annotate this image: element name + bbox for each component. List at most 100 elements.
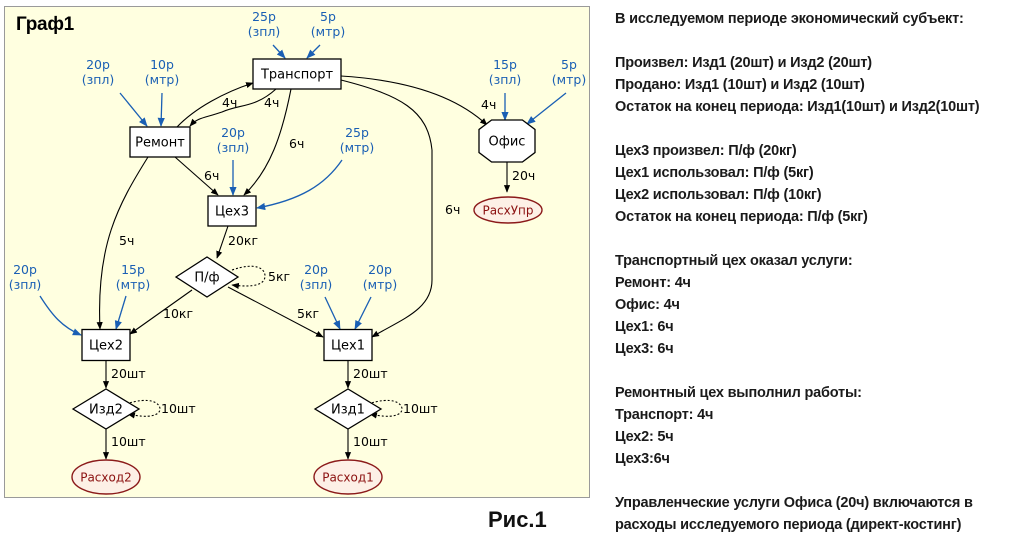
edge-path — [367, 399, 403, 419]
box-shape — [323, 328, 373, 362]
resource-kind: (зпл) — [217, 140, 250, 155]
edge-izd1-to-rashod1: 10шт — [344, 429, 388, 460]
info-paragraph: Транспортный цех оказал услуги:Ремонт: 4… — [615, 250, 1020, 360]
info-line: Цех3: 6ч — [615, 341, 674, 357]
edge-path — [176, 82, 254, 128]
node-label: Цех1 — [331, 339, 365, 354]
resource-amount: 5р — [561, 57, 577, 72]
resource-kind: (мтр) — [552, 72, 586, 87]
info-paragraph: Ремонтный цех выполнил работы: Транспорт:… — [615, 382, 1020, 470]
info-line: Остаток на конец периода: П/ф (5кг) — [615, 209, 868, 225]
resource-amount: 10р — [150, 57, 174, 72]
edge-label: 4ч — [481, 97, 496, 112]
node-label: Цех3 — [215, 205, 249, 220]
node-label: П/ф — [194, 271, 219, 286]
edge-path — [216, 225, 229, 259]
info-line: Транспорт: 4ч — [615, 407, 714, 423]
edge-path — [125, 399, 161, 419]
resource-input-r-cex3-zpl: 20р(зпл) — [217, 125, 250, 196]
resource-input-r-office-zpl: 15р(зпл) — [489, 57, 521, 121]
edge-path — [189, 88, 277, 127]
info-line: Произвел: Изд1 (20шт) и Изд2 (20шт) — [615, 55, 872, 71]
node-office: Офис — [478, 119, 536, 163]
resource-input-r-cex2-zpl: 20р(зпл) — [9, 262, 82, 336]
resource-amount: 20р — [304, 262, 328, 277]
resource-amount: 15р — [121, 262, 145, 277]
edge-label: 5кг — [297, 306, 319, 321]
info-line: Цех3:6ч — [615, 451, 670, 467]
edge-transport-to-office: 4ч — [340, 75, 496, 126]
edge-path — [227, 286, 324, 338]
ellipse-shape — [71, 459, 141, 495]
resource-input-r-transport-zpl: 25р(зпл) — [248, 9, 286, 59]
node-transport: Транспорт — [252, 58, 342, 90]
box-shape — [207, 195, 257, 227]
resource-input-r-office-mtr: 5р(мтр) — [526, 57, 586, 125]
resource-arrow — [114, 295, 127, 330]
ellipse-shape — [313, 459, 383, 495]
edge-transport-to-cex3: 6ч — [243, 88, 304, 196]
node-label: Цех2 — [89, 339, 123, 354]
edge-path — [340, 79, 433, 338]
edge-office-to-rashupr: 20ч — [503, 162, 535, 193]
edge-remont-to-cex3: 6ч — [174, 156, 219, 196]
edge-label: 6ч — [289, 136, 304, 151]
edge-izd2-to-rashod2: 10шт — [102, 429, 146, 460]
edge-label: 6ч — [445, 202, 460, 217]
edge-label: 10кг — [163, 306, 193, 321]
resource-amount: 15р — [493, 57, 517, 72]
resource-arrow — [272, 44, 286, 59]
info-paragraph: Цех3 произвел: П/ф (20кг)Цех1 использова… — [615, 140, 1020, 228]
info-line: Офис: 4ч — [615, 297, 680, 313]
info-paragraph: В исследуемом периоде экономический субъ… — [615, 8, 1020, 30]
edge-pf-to-cex2: 10кг — [129, 289, 193, 335]
resource-kind: (мтр) — [363, 277, 397, 292]
node-label: РасхУпр — [482, 204, 533, 218]
node-rashod1: Расход1 — [313, 459, 383, 495]
resource-input-r-cex2-mtr: 15р(мтр) — [114, 262, 150, 330]
edge-transport-to-cex1: 6ч — [340, 79, 460, 338]
info-line: Цех1: 6ч — [615, 319, 674, 335]
info-paragraph: Произвел: Изд1 (20шт) и Изд2 (20шт) Прода… — [615, 52, 1020, 118]
resource-input-r-transport-mtr: 5р(мтр) — [306, 9, 345, 59]
octagon-shape — [478, 119, 536, 163]
edge-izd2-to-izd2: 10шт — [125, 399, 196, 419]
node-label: Изд2 — [89, 403, 123, 418]
node-label: Изд1 — [331, 403, 365, 418]
info-line: Ремонтный цех выполнил работы: — [615, 385, 862, 401]
edge-label: 4ч — [222, 95, 237, 110]
resource-amount: 5р — [320, 9, 336, 24]
problem-statement: В исследуемом периоде экономический субъ… — [615, 8, 1020, 558]
resource-arrow — [119, 92, 148, 127]
node-label: Ремонт — [135, 136, 185, 151]
resource-amount: 20р — [13, 262, 37, 277]
edge-label: 10шт — [161, 401, 196, 416]
box-shape — [81, 328, 131, 362]
resource-arrow — [354, 296, 372, 330]
node-label: Транспорт — [260, 68, 334, 83]
edge-label: 20шт — [353, 366, 388, 381]
resource-arrow — [324, 296, 341, 330]
resource-kind: (зпл) — [248, 24, 281, 39]
edge-cex2-to-izd2: 20шт — [102, 361, 146, 389]
info-line: Цех2 использовал: П/ф (10кг) — [615, 187, 822, 203]
resource-input-r-remont-zpl: 20р(зпл) — [82, 57, 148, 127]
edge-path — [129, 289, 193, 335]
resource-kind: (мтр) — [340, 140, 374, 155]
resource-kind: (зпл) — [9, 277, 42, 292]
info-line: Цех2: 5ч — [615, 429, 674, 445]
edge-pf-to-cex1: 5кг — [227, 286, 324, 338]
resource-input-r-cex1-mtr: 20р(мтр) — [354, 262, 397, 330]
edge-remont-to-cex2: 5ч — [96, 156, 149, 330]
resource-amount: 25р — [345, 125, 369, 140]
info-line: Продано: Изд1 (10шт) и Изд2 (10шт) — [615, 77, 865, 93]
edge-label: 10шт — [353, 434, 388, 449]
edge-path — [174, 156, 219, 196]
diamond-shape — [174, 256, 240, 298]
resource-kind: (мтр) — [311, 24, 345, 39]
edge-cex3-to-pf: 20кг — [216, 225, 258, 259]
node-izd1: Изд1 — [313, 388, 383, 430]
node-izd2: Изд2 — [71, 388, 141, 430]
info-line: Цех3 произвел: П/ф (20кг) — [615, 143, 797, 159]
